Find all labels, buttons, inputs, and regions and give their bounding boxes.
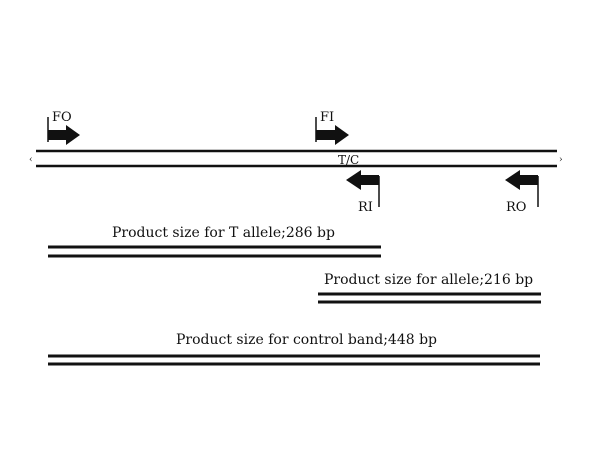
product-control-label: Product size for control band;448 bp — [176, 332, 437, 348]
product-t-allele-label: Product size for T allele;286 bp — [112, 225, 335, 241]
primer-ro: RO — [505, 170, 539, 215]
dna-template: ‹ › — [29, 149, 563, 168]
left-end-chevron-icon: ‹ — [29, 155, 33, 165]
snp-label: T/C — [338, 153, 359, 167]
reverse-arrow-icon — [505, 170, 538, 190]
reverse-arrow-icon — [346, 170, 379, 190]
primer-fi: FI — [315, 110, 349, 145]
primer-fi-label: FI — [320, 110, 334, 125]
primer-ro-label: RO — [506, 200, 526, 215]
product-t-allele: Product size for T allele;286 bp — [48, 225, 381, 258]
product-c-allele-label: Product size for allele;216 bp — [324, 272, 533, 288]
product-c-allele: Product size for allele;216 bp — [318, 272, 541, 304]
primer-ri-label: RI — [358, 200, 373, 215]
primer-fo-label: FO — [52, 110, 72, 125]
product-control: Product size for control band;448 bp — [48, 332, 540, 366]
primer-ri: RI — [346, 170, 380, 215]
right-end-chevron-icon: › — [559, 155, 563, 165]
primer-fo: FO — [47, 110, 80, 145]
forward-arrow-icon — [316, 125, 349, 145]
forward-arrow-icon — [48, 125, 80, 145]
